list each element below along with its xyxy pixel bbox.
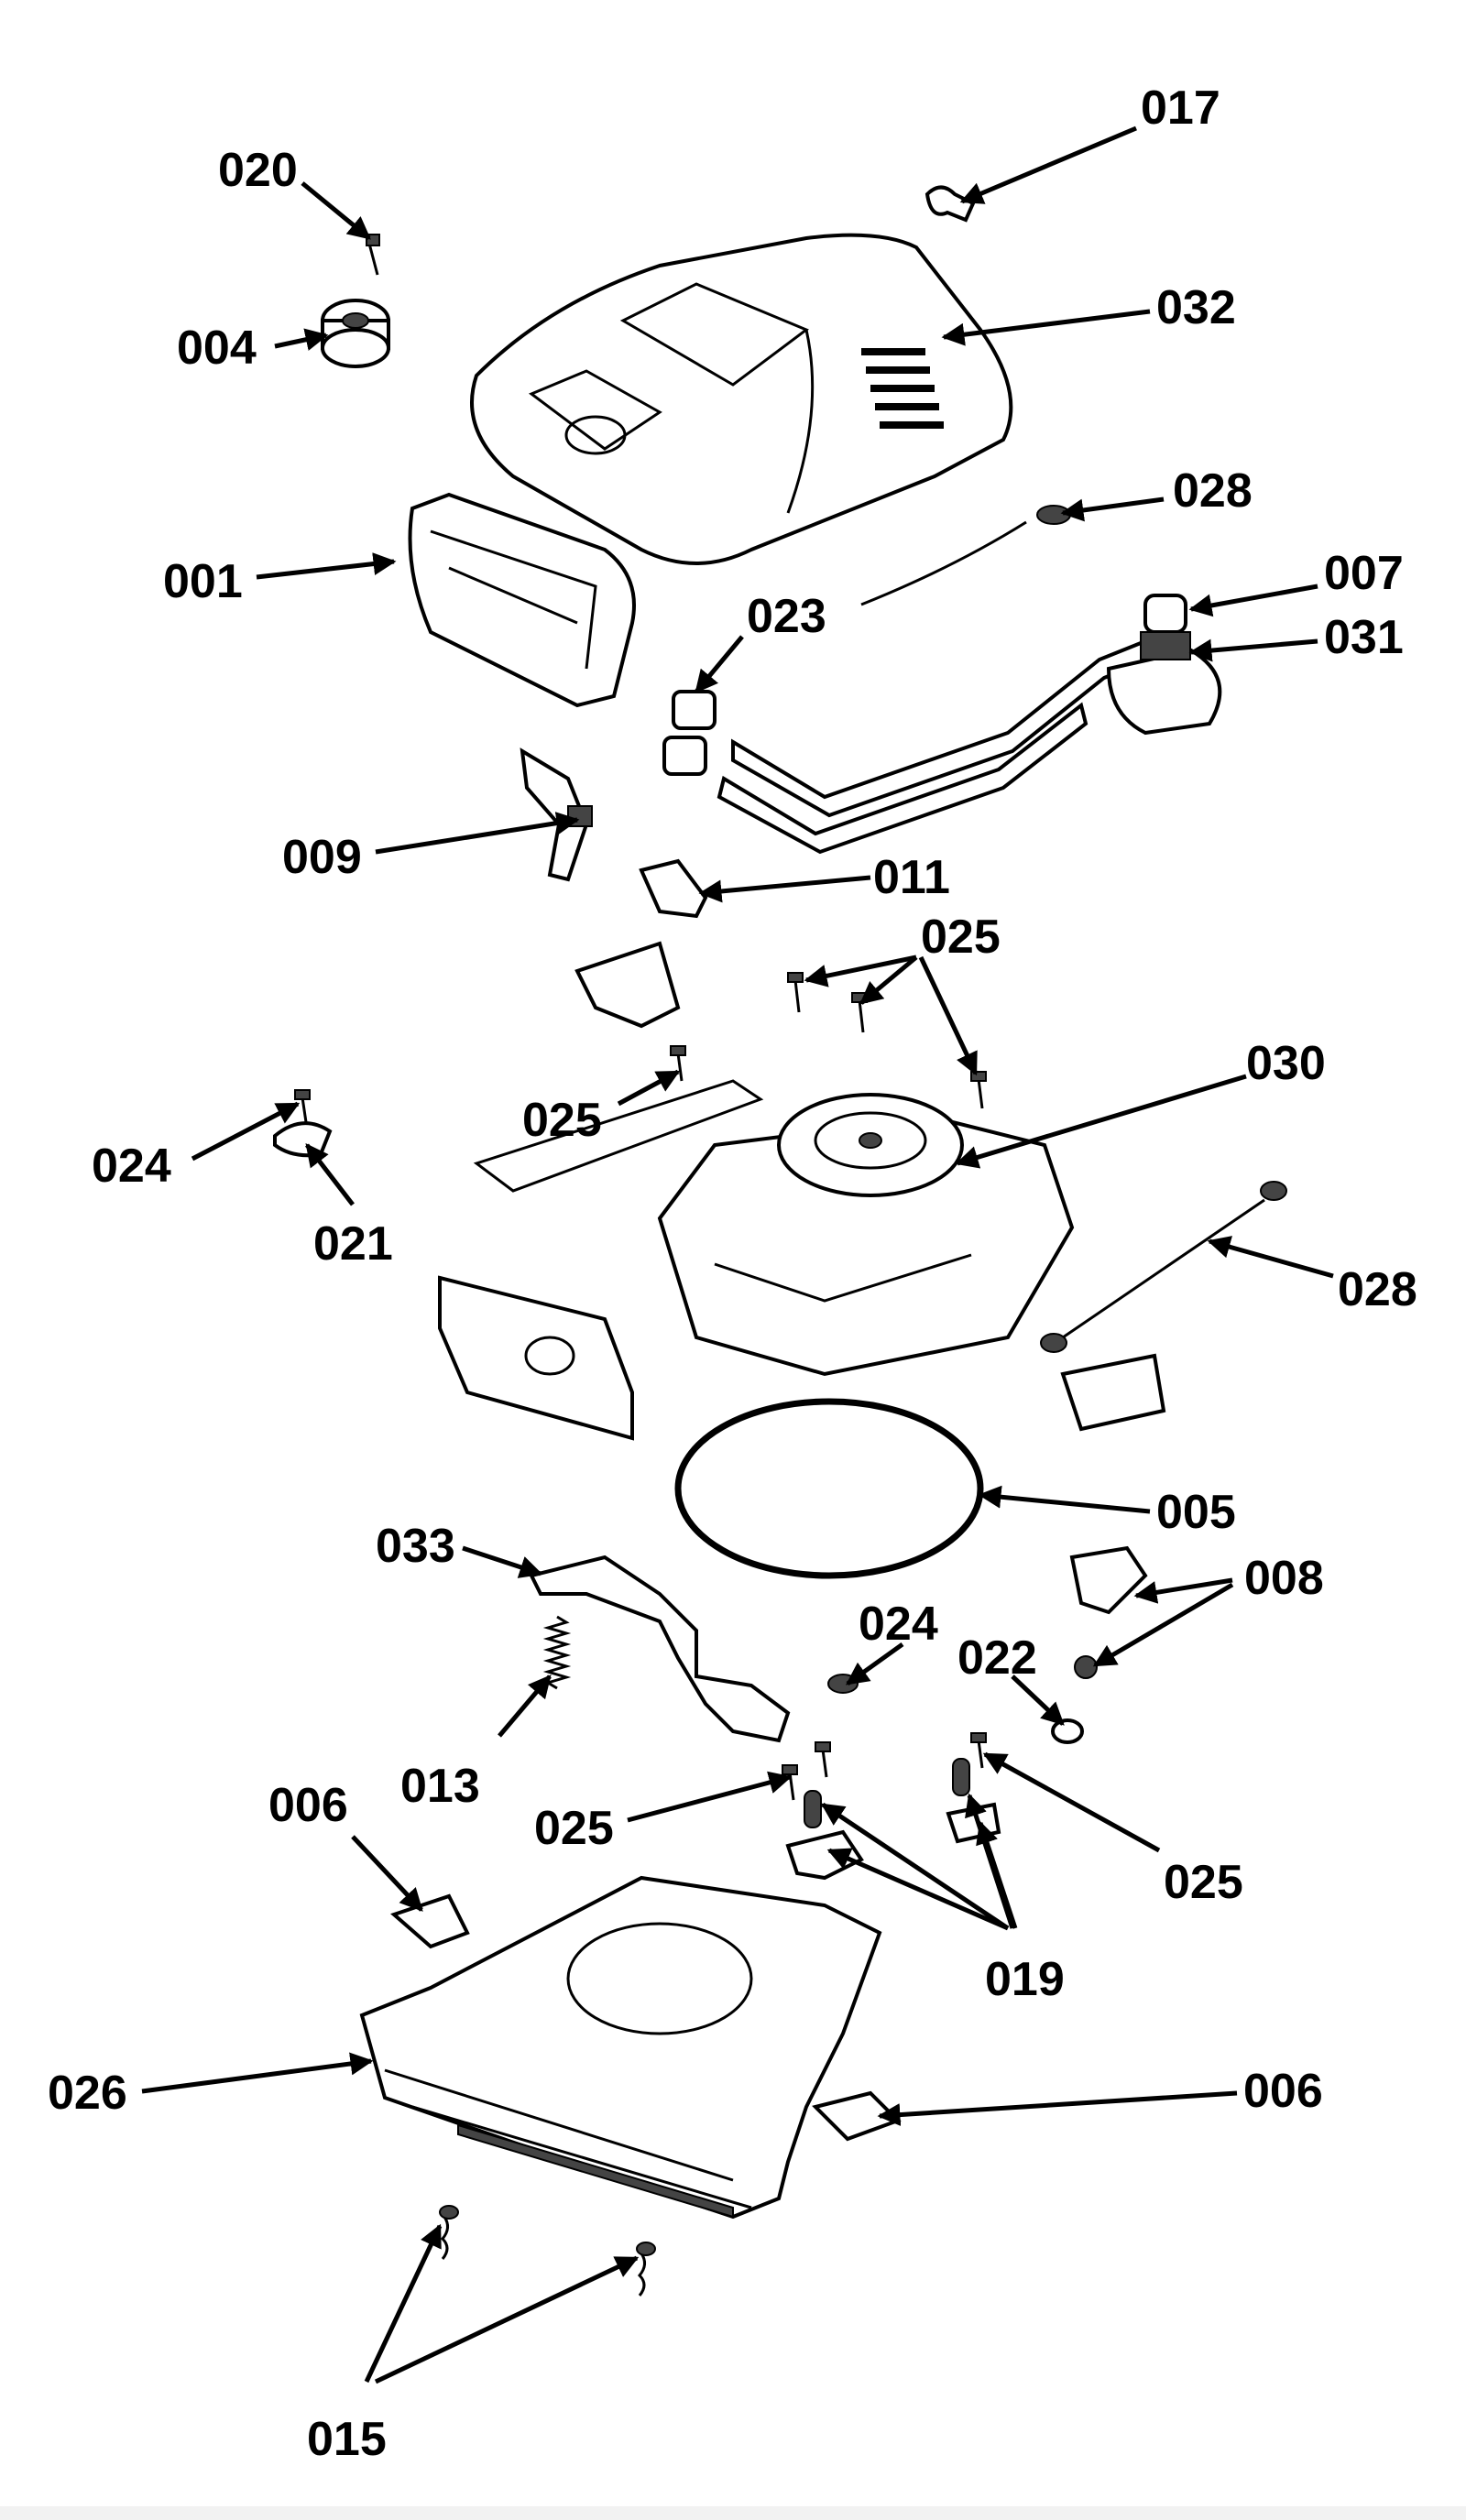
label-005: 005 [1156,1486,1236,1539]
arrow-021 [305,1143,355,1206]
label-019: 019 [985,1953,1065,2006]
label-020: 020 [218,144,298,197]
arrow-007 [1188,584,1318,617]
label-024-a: 024 [92,1140,171,1193]
arrow-019-1 [820,1802,1010,1931]
arrow-024b [845,1642,904,1686]
part-028-cord-lower [1040,1181,1287,1432]
arrow-026 [141,2052,374,2094]
arrow-008-1 [1133,1577,1233,1604]
label-023: 023 [747,590,826,643]
arrow-015-1 [364,2223,443,2384]
part-005-belt [674,1398,984,1579]
arrow-025d [982,1751,1161,1853]
label-026: 026 [48,2067,127,2120]
part-022-washer [1051,1718,1084,1744]
arrow-005 [978,1485,1151,1514]
part-008-nut [1074,1655,1098,1679]
label-008: 008 [1244,1552,1324,1605]
arrow-020 [301,181,371,240]
leader-arrows [141,125,1334,2384]
part-009-switch [520,747,593,882]
part-026-base [359,1875,882,2220]
arrow-006b [877,2090,1238,2127]
label-030: 030 [1246,1037,1326,1090]
arrow-028-top [1060,496,1165,522]
bottom-strip [0,2506,1466,2520]
arrow-033 [462,1545,543,1578]
arrow-006a [351,1835,423,1912]
label-028-top: 028 [1173,464,1253,518]
label-025-c: 025 [534,1802,614,1855]
label-015: 015 [307,2413,387,2466]
label-009: 009 [282,831,362,884]
part-labels: 017 020 004 032 028 001 007 031 023 009 … [48,82,1417,2466]
part-033-lever [529,1555,791,1743]
arrow-011 [698,875,871,903]
arrow-025a-3 [918,955,979,1076]
arrow-032 [941,309,1151,346]
part-001-headlight-lens [408,492,636,708]
part-013-spring [542,1615,572,1690]
arrow-004 [274,328,329,351]
part-030-motor-base [473,1079,1075,1377]
arrow-023 [695,635,744,693]
part-020-screw [366,234,380,276]
part-007-knob [1140,594,1191,660]
label-028-lower: 028 [1338,1263,1417,1316]
arrow-001 [256,552,397,580]
arrow-024a [191,1101,301,1162]
label-033: 033 [376,1520,455,1573]
label-025-a: 025 [921,911,1001,964]
label-025-b: 025 [522,1094,602,1147]
label-007: 007 [1324,547,1404,600]
label-022: 022 [957,1631,1037,1685]
label-024-b: 024 [859,1598,938,1651]
part-032-top-cover [470,233,1013,565]
arrow-025a-1 [804,955,917,987]
label-025-d: 025 [1164,1856,1243,1909]
arrow-025a-2 [859,955,918,1005]
arrow-022 [1011,1675,1065,1726]
arrow-019-2 [826,1848,1009,1931]
part-006-foot-left [390,1893,470,1949]
part-031-handle [717,638,1222,855]
arrow-030 [955,1074,1247,1169]
label-001: 001 [163,555,243,608]
label-004: 004 [177,322,257,375]
arrow-028-lower [1207,1236,1334,1279]
arrow-013 [498,1675,552,1738]
part-004-knob [321,299,390,368]
part-shield-plate [438,1275,634,1441]
part-023-bushings [662,690,717,776]
part-008-bracket [1069,1545,1148,1615]
part-021-washer [273,1121,333,1158]
part-024-screw-left [294,1089,311,1123]
label-031: 031 [1324,611,1404,664]
part-011-bracket [639,858,708,919]
part-bracket-mid [574,941,681,1029]
arrow-017 [959,125,1137,204]
label-021: 021 [313,1217,393,1271]
label-006-a: 006 [268,1779,348,1832]
arrow-031 [1188,638,1318,662]
label-006-b: 006 [1243,2065,1323,2118]
arrow-025c [627,1771,793,1823]
label-017: 017 [1141,82,1220,135]
arrow-009 [375,812,580,855]
part-028-cord-top [860,505,1071,606]
part-drawings [273,185,1287,2296]
arrow-025b [617,1069,681,1107]
label-013: 013 [400,1760,480,1813]
arrow-008-2 [1092,1582,1234,1668]
label-011: 011 [873,851,950,904]
part-019-assembly [785,1758,1001,1881]
arrow-019-4 [976,1820,1018,1929]
screws-025-lower [782,1732,987,1801]
label-032: 032 [1156,281,1236,334]
arrow-015-2 [374,2255,640,2384]
part-015-screws [439,2205,656,2296]
part-017-clip [924,185,976,223]
